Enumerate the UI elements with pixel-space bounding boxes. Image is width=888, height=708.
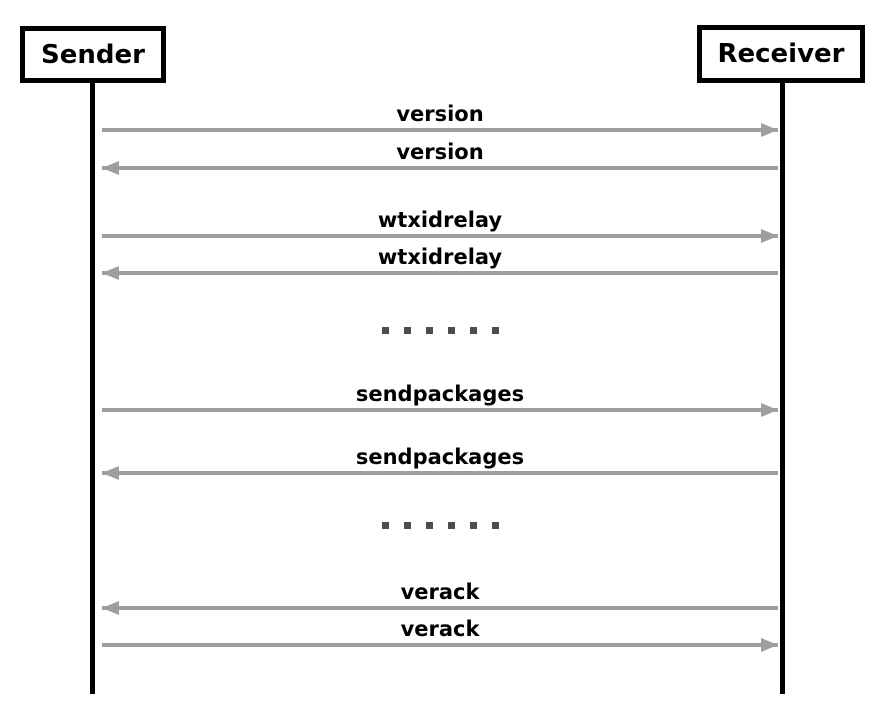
ellipsis-dot (381, 521, 389, 529)
ellipsis-dot (425, 326, 433, 334)
message-arrow-line (102, 643, 778, 647)
message-label: sendpackages (355, 382, 525, 406)
ellipsis-dot (381, 326, 389, 334)
message-label: wtxidrelay (377, 245, 503, 269)
participant-label-receiver: Receiver (717, 39, 845, 69)
ellipsis-dot (469, 326, 477, 334)
ellipsis-row (102, 521, 778, 529)
message-arrow-line (102, 408, 778, 412)
message-arrow-line (102, 606, 778, 610)
arrowhead-right-icon (761, 123, 778, 137)
arrowhead-left-icon (102, 266, 119, 280)
ellipsis-dot (403, 326, 411, 334)
ellipsis-dot (447, 326, 455, 334)
message-arrow-line (102, 234, 778, 238)
participant-box-receiver[interactable]: Receiver (697, 25, 865, 83)
ellipsis-dot (425, 521, 433, 529)
ellipsis-dot (491, 521, 499, 529)
message-label: verack (400, 580, 480, 604)
participant-box-sender[interactable]: Sender (20, 26, 166, 83)
arrowhead-left-icon (102, 161, 119, 175)
lifeline-sender (90, 80, 95, 694)
ellipsis-row (102, 326, 778, 334)
message-arrow-line (102, 128, 778, 132)
arrowhead-right-icon (761, 638, 778, 652)
participant-label-sender: Sender (41, 39, 145, 70)
message-arrow-line (102, 471, 778, 475)
ellipsis-dot (491, 326, 499, 334)
arrowhead-left-icon (102, 601, 119, 615)
message-label: wtxidrelay (377, 208, 503, 232)
message-arrow-line (102, 271, 778, 275)
lifeline-receiver (780, 80, 785, 694)
arrowhead-left-icon (102, 466, 119, 480)
message-arrow-line (102, 166, 778, 170)
ellipsis-dot (447, 521, 455, 529)
message-label: sendpackages (355, 445, 525, 469)
message-label: version (396, 140, 484, 164)
message-label: verack (400, 617, 480, 641)
ellipsis-dot (403, 521, 411, 529)
arrowhead-right-icon (761, 229, 778, 243)
ellipsis-dot (469, 521, 477, 529)
message-label: version (396, 102, 484, 126)
arrowhead-right-icon (761, 403, 778, 417)
